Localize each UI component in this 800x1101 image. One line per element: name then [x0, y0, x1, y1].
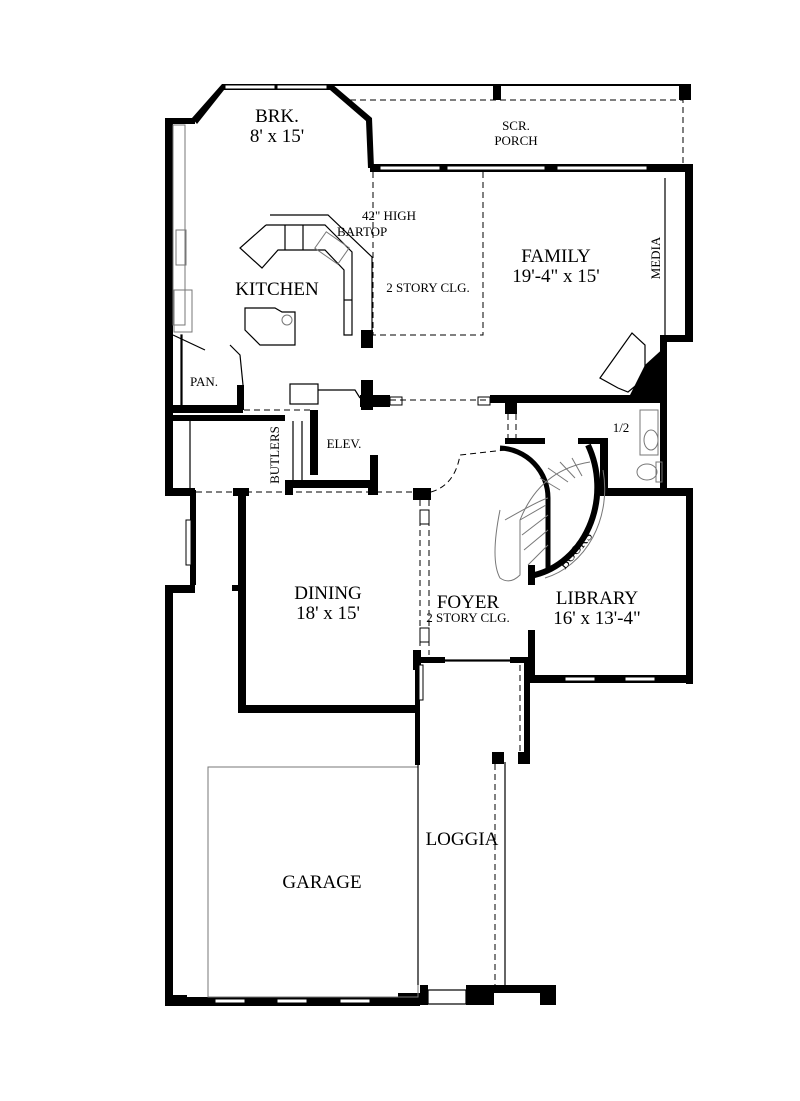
bartop-label-2: BARTOP	[337, 224, 387, 239]
breakfast-size: 8' x 15'	[250, 126, 304, 147]
dining-label: DINING	[294, 583, 362, 604]
breakfast-label: BRK.	[255, 106, 299, 127]
garage-label: GARAGE	[282, 872, 361, 893]
dining-size: 18' x 15'	[296, 603, 360, 624]
family-size: 19'-4" x 15'	[512, 266, 599, 287]
foyer-ceiling-label: 2 STORY CLG.	[426, 610, 509, 625]
room-labels: BRK. 8' x 15' SCR. PORCH 42" HIGH BARTOP…	[190, 106, 663, 893]
butlers-label: BUTLERS	[267, 426, 282, 484]
fixtures	[172, 124, 666, 998]
library-label: LIBRARY	[556, 588, 639, 609]
porch-label-1: SCR.	[502, 118, 530, 133]
porch-label-2: PORCH	[494, 133, 537, 148]
foyer-label: FOYER	[437, 592, 500, 613]
loggia-label: LOGGIA	[426, 829, 499, 850]
pantry-label: PAN.	[190, 374, 218, 389]
bartop-label-1: 42" HIGH	[362, 208, 416, 223]
family-label: FAMILY	[521, 246, 591, 267]
kitchen-ceiling-label: 2 STORY CLG.	[386, 280, 469, 295]
media-label: MEDIA	[648, 236, 663, 279]
kitchen-label: KITCHEN	[235, 279, 319, 300]
elevator-label: ELEV.	[327, 436, 362, 451]
half-bath-label: 1/2	[613, 420, 630, 435]
library-size: 16' x 13'-4"	[553, 608, 640, 629]
books-label: BOOKS	[556, 528, 596, 571]
dashed-lines	[196, 99, 684, 985]
